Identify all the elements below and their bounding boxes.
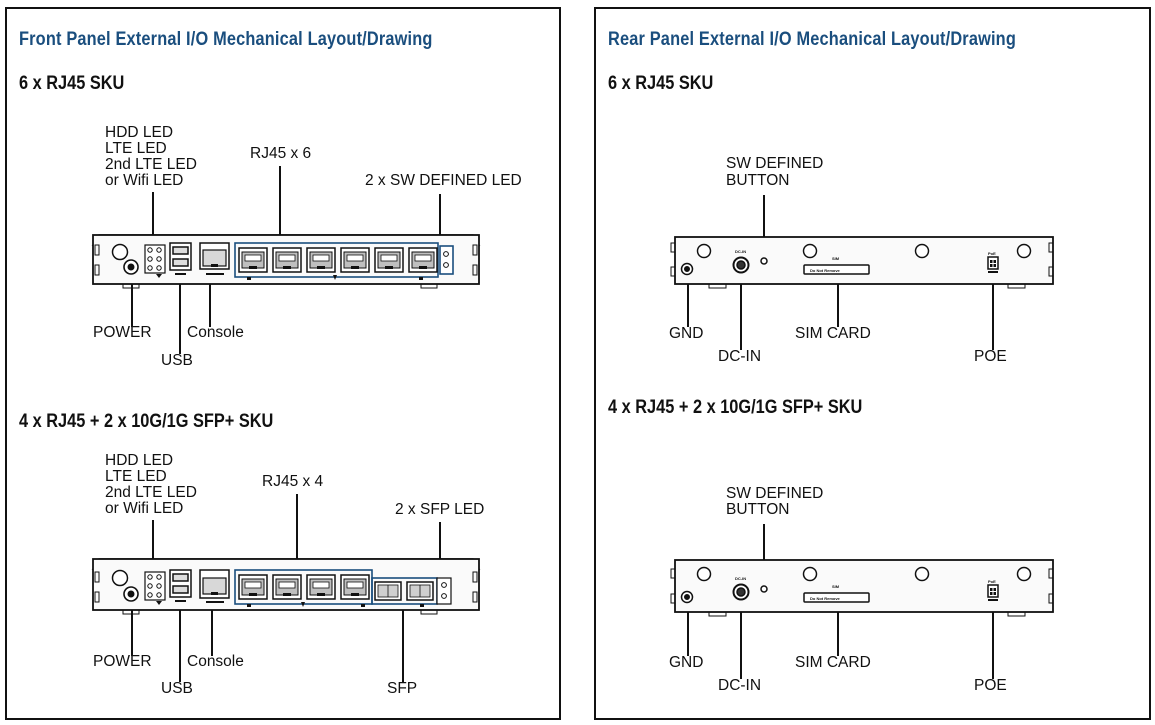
second-lte-led-label: 2nd LTE LED [105,156,197,173]
sim-card-label: SIM CARD [795,325,871,342]
sfp-port [374,581,402,601]
rear-panel: Rear Panel External I/O Mechanical Layou… [594,7,1151,720]
dcin-label: DC-IN [718,677,761,694]
rear-diagrams: SW DEFINED BUTTON GND DC-IN SIM CARD POE [669,155,1054,694]
rj45-group-frame [234,242,439,278]
rj45-port [306,574,336,600]
front-panel-title: Front Panel External I/O Mechanical Layo… [19,29,433,50]
sim-slot-text: Do Not Remove [810,596,841,601]
sfp-port [406,581,434,601]
sw-led-icon [443,262,449,268]
second-lte-led-label: 2nd LTE LED [105,484,197,501]
sim-marking: SIM [832,584,840,589]
rear-sku1-diagram: SW DEFINED BUTTON GND DC-IN SIM CARD POE [669,155,1054,365]
rear-sku2-diagram: SW DEFINED BUTTON GND DC-IN SIM CARD POE [669,485,1054,694]
wifi-led-label: or Wifi LED [105,172,183,189]
rj45-port [272,574,302,600]
sfp-ports [374,581,434,601]
port-mark [419,277,423,280]
gnd-label: GND [669,654,703,671]
power-label: POWER [93,324,152,341]
port-mark [420,604,424,607]
rj45-port [340,574,370,600]
sw-button-label-line2: BUTTON [726,172,789,189]
front-sku1-heading: 6 x RJ45 SKU [19,73,125,94]
sfp-led-icon [441,593,447,599]
poe-label: POE [974,677,1007,694]
gnd-label: GND [669,325,703,342]
port-mark [247,604,251,607]
sw-button-label-line1: SW DEFINED [726,485,823,502]
usb-label: USB [161,352,193,369]
rj45-port [408,247,438,273]
rear-chassis-sku1 [670,236,1054,289]
front-sku1-diagram: HDD LED LTE LED 2nd LTE LED or Wifi LED … [91,124,522,369]
power-label: POWER [93,653,152,670]
sw-led-frame [439,245,454,275]
rj45-port [238,574,268,600]
rear-panel-title: Rear Panel External I/O Mechanical Layou… [608,29,1016,50]
poe-label: POE [974,348,1007,365]
sw-led-icon [443,251,449,257]
sim-marking: SIM [832,256,840,261]
rj45-port [374,247,404,273]
sfp-label: SFP [387,680,417,697]
rj45-port [340,247,370,273]
rear-sku1-heading: 6 x RJ45 SKU [608,73,714,94]
rj45-ports [238,574,370,600]
console-label: Console [187,324,244,341]
rj45-count-label: RJ45 x 6 [250,145,311,162]
poe-marking: PoE [988,579,996,584]
port-mark [333,275,337,280]
rj45-count-label: RJ45 x 4 [262,473,324,490]
rear-sku2-heading: 4 x RJ45 + 2 x 10G/1G SFP+ SKU [608,397,863,418]
rear-chassis-sku2 [670,559,1054,617]
sw-button-label-line2: BUTTON [726,501,789,518]
rj45-port [272,247,302,273]
sw-led-label: 2 x SW DEFINED LED [365,172,522,189]
front-sku2-heading: 4 x RJ45 + 2 x 10G/1G SFP+ SKU [19,411,274,432]
port-mark [301,602,305,607]
port-mark [247,277,251,280]
sim-card-label: SIM CARD [795,654,871,671]
port-mark [361,604,365,607]
front-diagrams: HDD LED LTE LED 2nd LTE LED or Wifi LED … [91,124,522,697]
dcin-label: DC-IN [718,348,761,365]
usb-label: USB [161,680,193,697]
dcin-marking: DC-IN [735,249,746,254]
sw-button-label-line1: SW DEFINED [726,155,823,172]
front-panel: Front Panel External I/O Mechanical Layo… [5,7,561,720]
sfp-led-frame [436,577,452,605]
lte-led-label: LTE LED [105,468,167,485]
lte-led-label: LTE LED [105,140,167,157]
rj45-ports [238,247,438,273]
hdd-led-label: HDD LED [105,452,173,469]
sim-slot-text: Do Not Remove [810,268,841,273]
wifi-led-label: or Wifi LED [105,500,183,517]
poe-marking: PoE [988,251,996,256]
rj45-port [306,247,336,273]
dcin-marking: DC-IN [735,576,746,581]
front-sku2-diagram: HDD LED LTE LED 2nd LTE LED or Wifi LED … [91,452,484,697]
sfp-led-icon [441,582,447,588]
rj45-port [238,247,268,273]
hdd-led-label: HDD LED [105,124,173,141]
console-label: Console [187,653,244,670]
sfp-led-label: 2 x SFP LED [395,501,484,518]
